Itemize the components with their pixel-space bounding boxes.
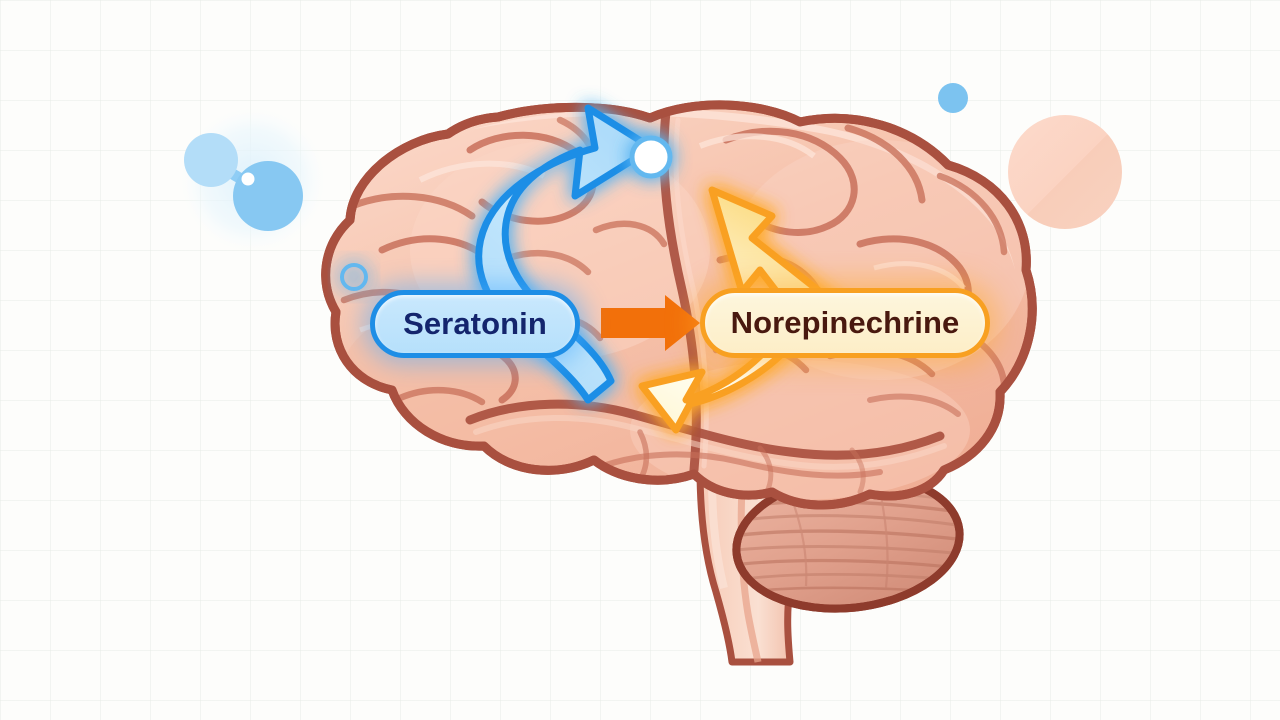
- synapse-node-ring: [340, 263, 368, 291]
- norepinephrine-downward-arrow: [638, 340, 796, 434]
- synapse-node-white: [629, 135, 673, 179]
- molecule-icon: [181, 108, 325, 252]
- serotonin-label[interactable]: Seratonin: [370, 290, 580, 358]
- norepinephrine-label[interactable]: Norepinechrine: [700, 288, 990, 358]
- pill-circle-decoration: [1008, 115, 1122, 229]
- blue-dot-decoration: [938, 83, 968, 113]
